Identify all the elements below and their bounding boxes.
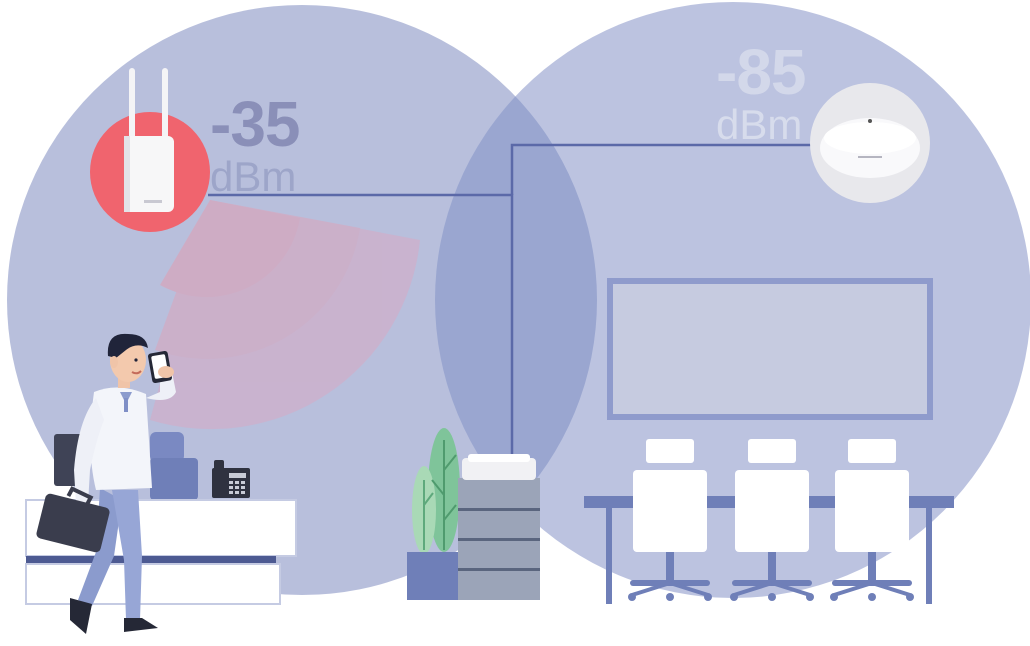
signal-strength-right: -85 dBm: [716, 40, 806, 146]
signal-waves: [150, 200, 420, 430]
whiteboard: [607, 278, 933, 420]
desk-phone-icon: [212, 460, 250, 498]
signal-value-right: -85: [716, 36, 806, 108]
network-cable: [208, 143, 812, 455]
ceiling-access-point-icon: [810, 83, 930, 203]
potted-plant: [407, 428, 460, 600]
signal-unit-right: dBm: [716, 101, 803, 148]
signal-strength-left: -35 dBm: [210, 92, 300, 198]
wifi-router-icon: [90, 68, 210, 232]
reception-desk: [25, 432, 297, 605]
signal-unit-left: dBm: [210, 153, 297, 200]
signal-value-left: -35: [210, 88, 300, 160]
office-chair: [830, 439, 914, 601]
businessman-with-phone: [36, 333, 176, 634]
office-chair: [730, 439, 814, 601]
office-chair: [628, 439, 712, 601]
server-cabinet: [458, 454, 540, 600]
